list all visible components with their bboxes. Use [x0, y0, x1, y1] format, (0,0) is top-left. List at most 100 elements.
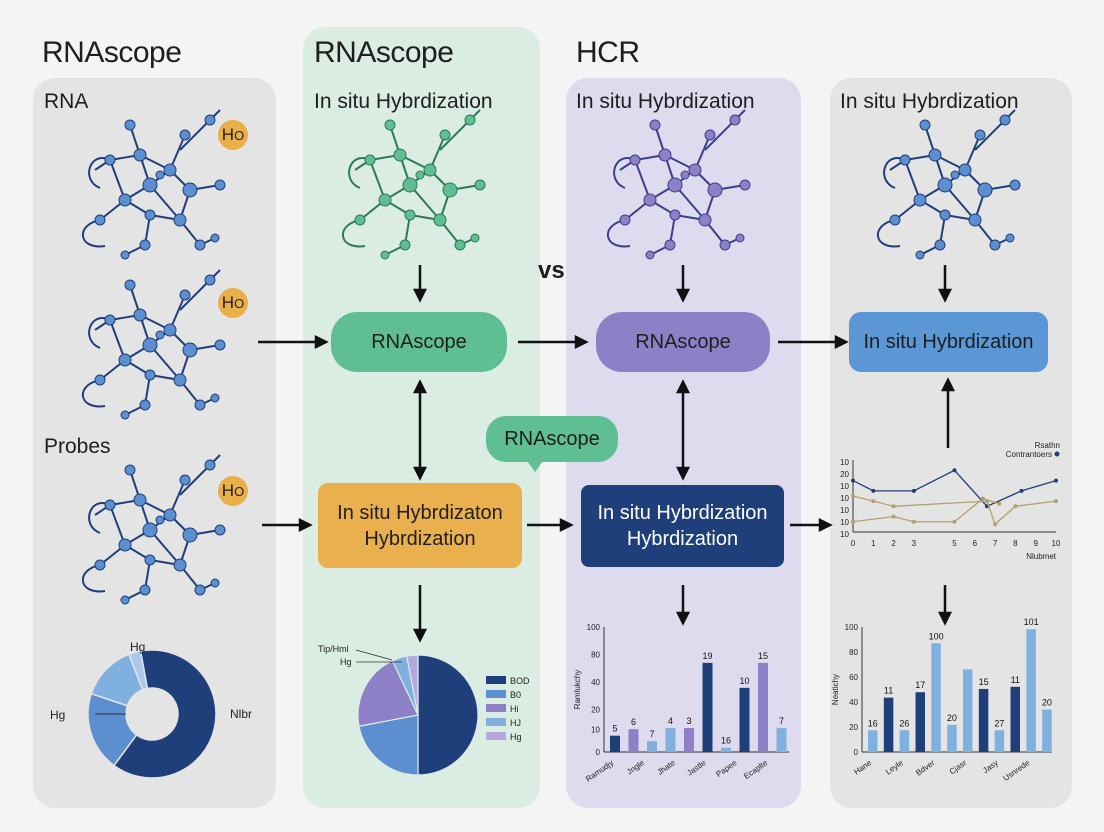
- bar2-bar-3: [915, 692, 925, 752]
- bar1-xtick-2: Jhate: [656, 758, 678, 777]
- callout-tail: [525, 458, 545, 472]
- subtitle-col3: In situ Hybrdization: [576, 90, 755, 113]
- h2o-badge-3: HO: [218, 476, 248, 506]
- h2o-badge-1-o: O: [234, 128, 245, 143]
- node-ish-dark[interactable]: In situ Hybrdization Hybrdization: [581, 485, 784, 567]
- bar1-bar-label-5: 19: [702, 651, 712, 661]
- pie-callout-2: Hg: [340, 657, 352, 667]
- line-legend-0: Rsathn: [1035, 441, 1060, 450]
- line-series-2-point-0: [851, 519, 855, 524]
- donut-label-left: Hg: [50, 708, 65, 722]
- pie-legend-label-3: HJ: [510, 718, 521, 728]
- bar1-ytick-2: 20: [591, 706, 600, 715]
- bar2-bar-9: [1010, 686, 1020, 752]
- h2o-badge-2-o: O: [234, 296, 245, 311]
- bar2-bar-1: [883, 697, 894, 752]
- line-series-2-point-4: [980, 496, 985, 501]
- line-xlabel: Nlubmet: [1026, 552, 1057, 561]
- bar2-bar-11: [1042, 709, 1052, 752]
- bar2-ytick-3: 60: [849, 673, 858, 682]
- node-ish-amber[interactable]: In situ Hybrdizaton Hybrdization: [318, 483, 522, 568]
- line-series-2-point-1: [891, 514, 896, 519]
- h2o-badge-2-h: H: [221, 293, 235, 312]
- line-series-0-point-1: [871, 488, 876, 493]
- line-series-2-point-3: [952, 519, 957, 524]
- bar2-bar-label-10: 101: [1024, 617, 1039, 627]
- bar1-bar-label-6: 16: [721, 736, 731, 746]
- pie-legend-label-0: BOD: [510, 676, 530, 686]
- pie-legend-swatch-0: [486, 676, 506, 684]
- bar2-bar-label-0: 16: [868, 718, 878, 728]
- bar1-xtick-3: Jastle: [685, 758, 708, 778]
- bar2-xtick-5: Usnrede: [1002, 758, 1032, 783]
- pie-legend-swatch-4: [486, 732, 506, 740]
- bar1-bar-9: [776, 728, 787, 752]
- header-col1: RNAscope: [42, 36, 182, 69]
- line-xtick-7: 8: [1013, 539, 1018, 548]
- bar2-bar-label-3: 17: [915, 680, 925, 690]
- bar1-bar-8: [758, 662, 768, 752]
- bar1-bar-1: [628, 729, 639, 752]
- bar1-ylabel: Ramlukchy: [573, 670, 582, 710]
- callout-rnascope: RNAscope: [486, 416, 618, 462]
- bar2-bar-label-8: 27: [994, 718, 1004, 728]
- bar2-ytick-2: 40: [849, 698, 858, 707]
- bar2-bar-label-5: 20: [947, 713, 957, 723]
- pie-slice-0: [417, 654, 479, 776]
- node-rnascope-green[interactable]: RNAscope: [331, 312, 507, 372]
- node-ish-blue[interactable]: In situ Hybrdization: [849, 312, 1048, 372]
- bar2-ylabel: Neatichy: [831, 674, 840, 705]
- bar2-ytick-0: 0: [854, 748, 859, 757]
- label-probes: Probes: [44, 435, 111, 458]
- pie-legend-label-4: Hg: [510, 732, 522, 742]
- bar1-bar-3: [665, 728, 676, 752]
- bar1-bar-0: [610, 735, 620, 752]
- bar2-ytick-5: 100: [845, 623, 859, 632]
- bar2-xtick-3: Cjasr: [948, 758, 969, 776]
- pie-slice-4: [406, 654, 419, 716]
- line-xtick-1: 1: [871, 539, 876, 548]
- bar2-bar-label-2: 26: [899, 718, 909, 728]
- line-series-0-point-2: [911, 488, 916, 493]
- bar1-bar-label-4: 3: [686, 716, 691, 726]
- pie-legend-label-1: B0: [510, 690, 521, 700]
- bar2-bar-10: [1026, 629, 1036, 752]
- bar1-xtick-1: Jngle: [625, 758, 646, 777]
- line-series-0-point-3: [952, 468, 957, 473]
- donut-slice-0: [112, 649, 217, 779]
- bar2-bar-7: [978, 688, 989, 752]
- line-series-2: [852, 497, 1000, 523]
- bar1-bar-2: [647, 741, 657, 752]
- bar1-xtick-0: Ramudjy: [584, 758, 615, 783]
- bar1-bar-label-9: 7: [779, 716, 784, 726]
- line-series-1-point-2: [891, 504, 896, 509]
- line-series-2-point-2: [911, 519, 916, 524]
- bar2-bar-label-9: 11: [1011, 675, 1020, 685]
- pie-legend-swatch-1: [486, 690, 506, 698]
- line-xtick-0: 0: [851, 539, 856, 548]
- subtitle-col2: In situ Hybrdization: [314, 90, 493, 113]
- line-series-1-point-5: [1013, 504, 1018, 509]
- bar2-bar-label-7: 15: [979, 677, 989, 687]
- bar2-xtick-1: Leyle: [884, 758, 905, 777]
- line-xtick-6: 7: [993, 539, 998, 548]
- line-legend-marker: [1054, 451, 1060, 457]
- bar2-xtick-2: Bdver: [914, 758, 937, 778]
- line-series-0-point-0: [851, 478, 855, 483]
- h2o-badge-3-o: O: [234, 484, 245, 499]
- node-rnascope-purple[interactable]: RNAscope: [596, 312, 770, 372]
- line-xtick-9: 10: [1052, 539, 1061, 548]
- vs-label: vs: [538, 257, 565, 284]
- bar2-bar-label-4: 100: [929, 631, 944, 641]
- bar2-ytick-4: 80: [849, 648, 858, 657]
- bar2-bar-4: [931, 643, 941, 752]
- line-series-1-point-4: [993, 522, 998, 527]
- node-ish-dark-line1: In situ Hybrdization: [597, 502, 768, 524]
- pie-callout-1: Tip/Hml: [318, 644, 349, 654]
- bar1-ytick-4: 80: [591, 651, 600, 660]
- h2o-badge-2: HO: [218, 288, 248, 318]
- node-ish-amber-line1: In situ Hybrdizaton: [337, 501, 503, 524]
- bar1-bar-label-2: 7: [649, 729, 654, 739]
